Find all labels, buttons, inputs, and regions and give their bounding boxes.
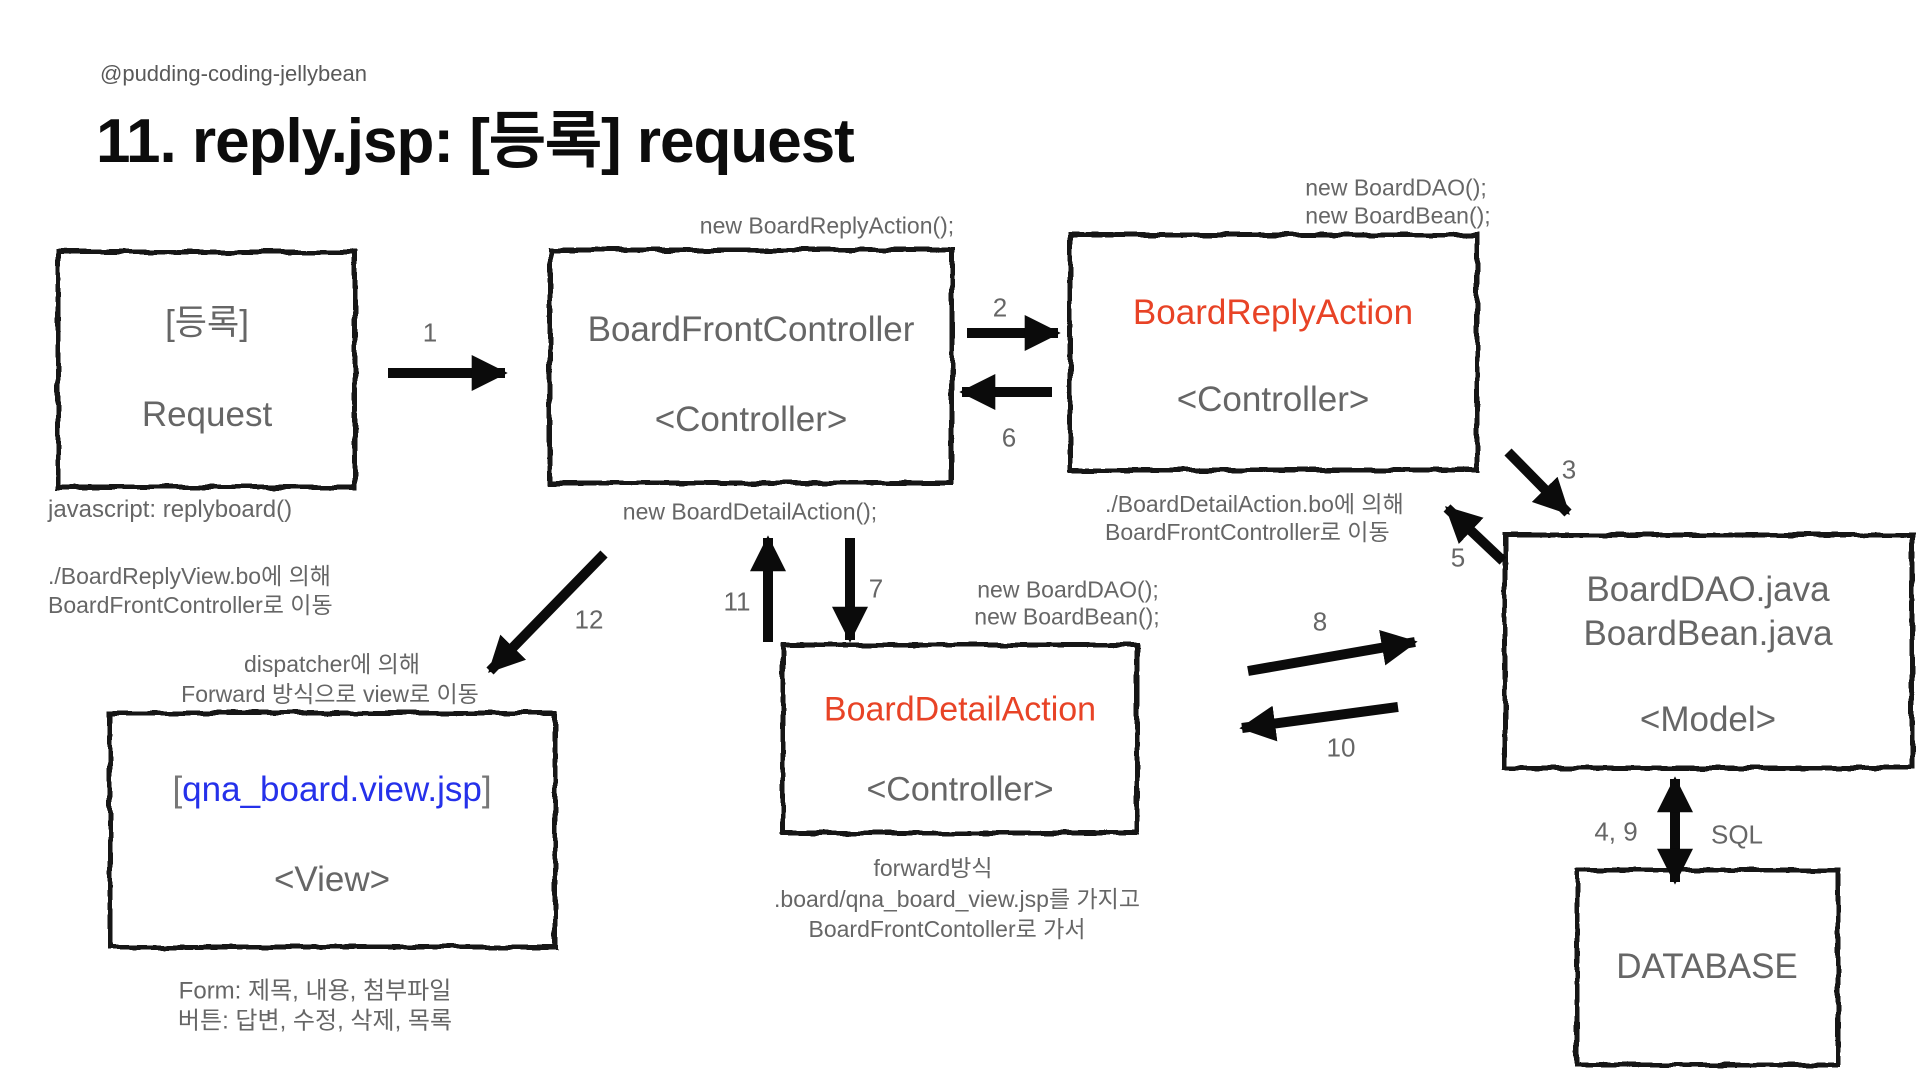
label-db-steps: 4, 9 [1594,816,1638,847]
note-dispatcher-line2: Forward 방식으로 view로 이동 [181,681,479,707]
note-new-dao-top-line1: new BoardDAO(); [1305,174,1487,201]
step-number-5: 5 [1450,542,1466,573]
detail-action-box-title: BoardDetailAction [823,690,1097,729]
request-box-title: [등록] [165,303,249,343]
arrow-step-5 [1443,504,1507,565]
front-controller-box-subtitle: <Controller> [654,400,848,439]
step-number-10: 10 [1326,732,1356,763]
note-dispatcher-line1: dispatcher에 의해 [244,651,420,677]
box-reply-action-outline [1067,232,1480,473]
author-handle: @pudding-coding-jellybean [100,61,367,86]
step-number-8: 8 [1312,606,1328,637]
reply-action-box-subtitle: <Controller> [1176,380,1370,419]
view-bracket-close: ] [481,770,492,809]
step-number-1: 1 [422,317,438,348]
arrow-step-10 [1239,702,1399,742]
note-forward-line3: BoardFrontContoller로 가서 [808,916,1086,942]
step-number-2: 2 [992,292,1008,323]
box-model-outline [1502,532,1915,771]
note-form-line1: Form: 제목, 내용, 첨부파일 [178,977,452,1005]
model-box-line2: BoardBean.java [1583,614,1833,653]
page-title: 11. reply.jsp: [등록] request [96,107,855,176]
view-box-subtitle: <View> [273,860,391,899]
detail-action-box-subtitle: <Controller> [866,770,1054,809]
front-controller-box-title: BoardFrontController [587,310,915,349]
box-front-controller-outline [547,247,955,486]
note-new-bean-top-line2: new BoardBean(); [1305,202,1491,229]
box-database-outline [1574,867,1841,1068]
view-jsp-name: qna_board.view.jsp [182,770,482,809]
box-detail-action-outline [780,642,1140,836]
note-forward-line1: forward방식 [873,855,993,881]
note-new-detail-action: new BoardDetailAction(); [622,498,878,525]
box-request-outline [55,249,358,490]
step-number-11: 11 [723,586,751,617]
note-javascript-replyboard: javascript: replyboard() [48,496,293,523]
note-detail-action-bo-line2: BoardFrontController로 이동 [1105,519,1390,545]
step-number-12: 12 [574,604,604,635]
reply-action-box-title: BoardReplyAction [1132,293,1414,332]
arrow-step-12 [486,550,608,675]
step-number-3: 3 [1561,454,1577,485]
step-number-7: 7 [868,573,884,604]
label-sql: SQL [1710,819,1764,850]
request-box-subtitle: Request [141,395,273,434]
arrow-step-8 [1247,629,1418,676]
box-view-outline [107,710,558,950]
note-reply-view-bo-line2: BoardFrontController로 이동 [48,592,333,618]
note-forward-line2: .board/qna_board_view.jsp를 가지고 [774,886,1140,912]
view-bracket-open: [ [172,770,183,809]
view-box-title: [qna_board.view.jsp] [172,770,491,810]
note-reply-view-bo-line1: ./BoardReplyView.bo에 의해 [48,563,331,589]
database-box-title: DATABASE [1616,947,1798,986]
note-new-bean-mid-line2: new BoardBean(); [974,603,1160,630]
arrow-step-3 [1504,448,1572,517]
note-new-reply-action: new BoardReplyAction(); [699,212,955,239]
note-detail-action-bo-line1: ./BoardDetailAction.bo에 의해 [1105,491,1404,517]
model-box-line1: BoardDAO.java [1586,570,1830,609]
note-new-dao-mid-line1: new BoardDAO(); [977,576,1159,603]
note-form-line2: 버튼: 답변, 수정, 삭제, 목록 [177,1007,453,1035]
step-number-6: 6 [1001,422,1017,453]
model-box-subtitle: <Model> [1639,700,1777,739]
